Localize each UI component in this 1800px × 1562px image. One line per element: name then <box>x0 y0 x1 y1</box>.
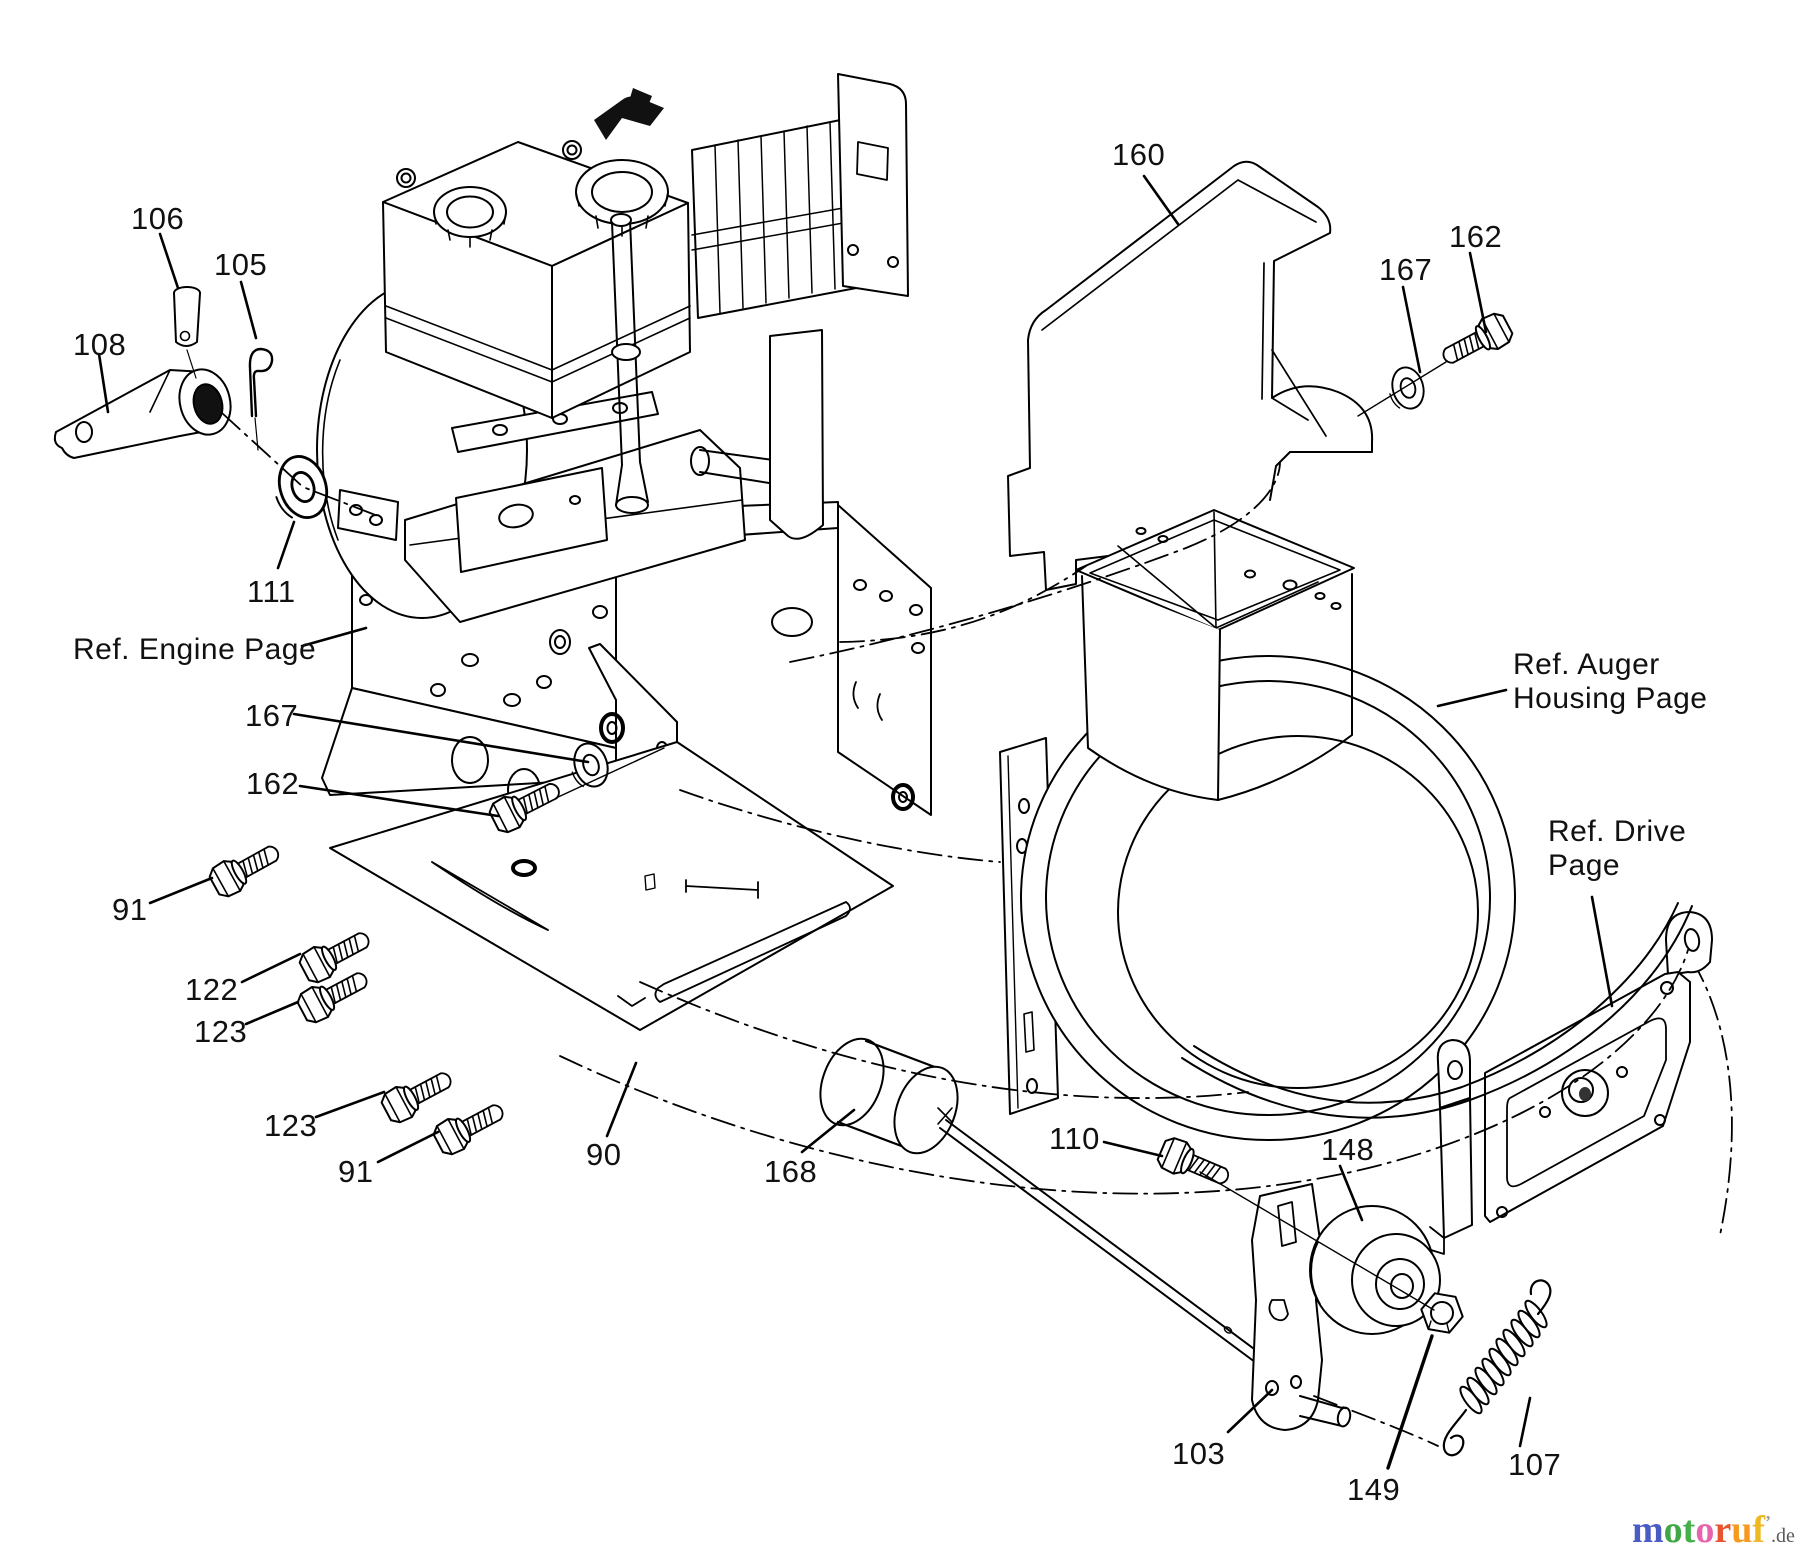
callout-167-right: 167 <box>1379 252 1433 287</box>
callout-162-right: 162 <box>1449 219 1503 254</box>
bolt-162-right <box>1435 308 1517 375</box>
ref-drive-line2: Page <box>1548 848 1621 882</box>
ref-engine-page-label: Ref. Engine Page <box>73 633 317 666</box>
logo-letter: t <box>1682 1509 1696 1551</box>
callout-160: 160 <box>1112 137 1166 172</box>
hex-nut-149 <box>1420 1292 1464 1334</box>
axis-lines <box>555 361 1447 1311</box>
routing-lines <box>221 412 1689 1447</box>
hairpin-clip-105 <box>248 347 274 451</box>
callout-122: 122 <box>185 972 239 1007</box>
callout-108: 108 <box>73 327 127 362</box>
motoruf-logo[interactable]: motoruf’.de <box>1632 1508 1795 1552</box>
callout-107: 107 <box>1508 1447 1562 1482</box>
logo-letter: r <box>1714 1509 1732 1551</box>
callout-123-top: 123 <box>194 1014 248 1049</box>
logo-letter: o <box>1663 1509 1683 1551</box>
ref-auger-line2: Housing Page <box>1513 681 1708 715</box>
callout-148: 148 <box>1321 1132 1375 1167</box>
callout-105: 105 <box>214 247 268 282</box>
callout-106: 106 <box>131 201 185 236</box>
callout-123-bottom: 123 <box>264 1108 318 1143</box>
engine-assembly <box>316 73 909 623</box>
logo-letter: u <box>1731 1509 1753 1551</box>
clevis-pin-106 <box>173 286 201 379</box>
pivot-lever-108 <box>53 368 232 459</box>
callout-110: 110 <box>1049 1121 1100 1156</box>
callout-91-bottom: 91 <box>338 1154 374 1189</box>
callout-103: 103 <box>1172 1436 1226 1471</box>
frame-bracket <box>337 489 399 541</box>
spacer-roller-168 <box>819 1037 959 1155</box>
callout-149: 149 <box>1347 1472 1401 1507</box>
logo-mark: ’ <box>1764 1512 1771 1532</box>
callout-91-top: 91 <box>112 892 148 927</box>
callout-111: 111 <box>247 574 296 609</box>
logo-suffix: .de <box>1770 1525 1795 1547</box>
logo-letter: o <box>1695 1509 1715 1551</box>
drive-belt-arcs <box>1181 902 1693 1119</box>
callout-168: 168 <box>764 1154 818 1189</box>
logo-letter: m <box>1632 1509 1664 1551</box>
leader-lines <box>97 174 1614 1470</box>
logo-letter: f <box>1752 1509 1765 1551</box>
ref-auger-line1: Ref. Auger <box>1513 648 1660 681</box>
callout-90: 90 <box>586 1137 622 1172</box>
chute-base <box>1075 509 1355 801</box>
tension-spring-107 <box>1442 1279 1552 1457</box>
callout-162-left: 162 <box>246 766 300 801</box>
washer-167-right <box>1383 362 1430 415</box>
idler-pulley-148 <box>1309 1205 1441 1335</box>
idler-bracket-103 <box>1251 1183 1352 1431</box>
ref-drive-line1: Ref. Drive <box>1548 815 1687 848</box>
callout-167-left: 167 <box>245 698 299 733</box>
